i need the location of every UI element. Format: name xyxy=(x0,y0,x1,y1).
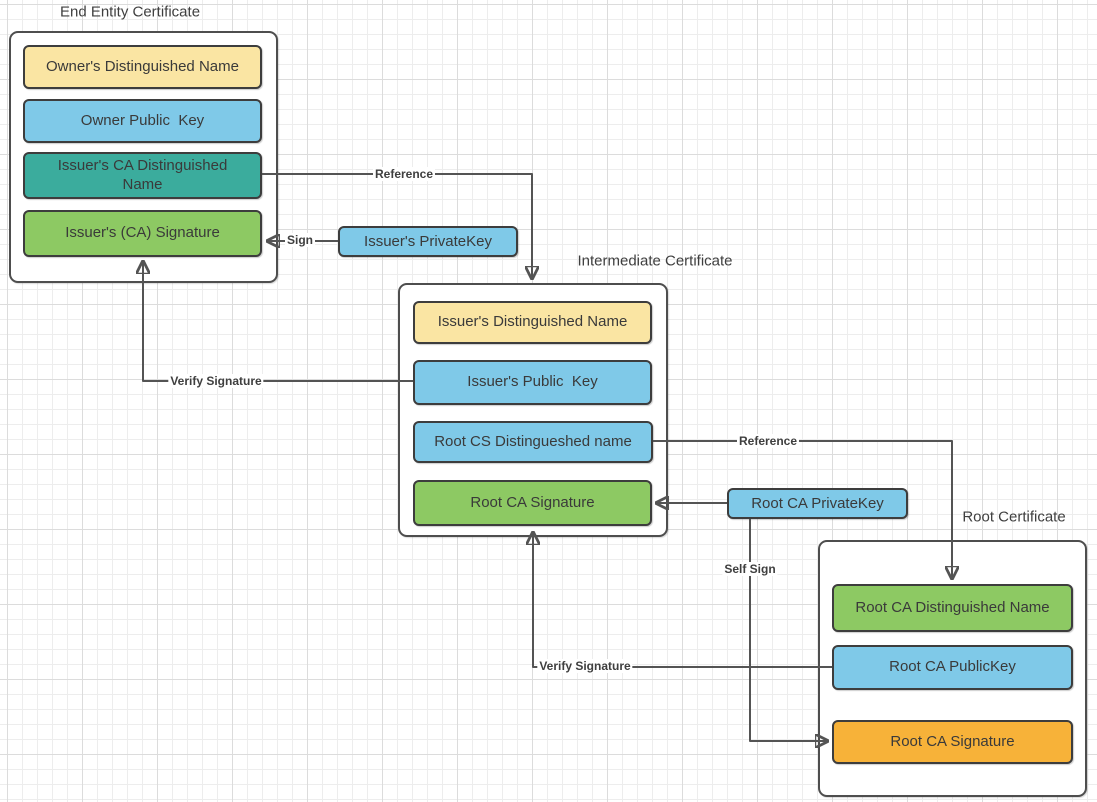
edge-verify-signature-2 xyxy=(533,534,832,668)
field-root-ca-signature-intermediate: Root CA Signature xyxy=(413,480,652,526)
end-entity-certificate-title: End Entity Certificate xyxy=(59,3,201,21)
field-issuers-ca-distinguished-name: Issuer's CA Distinguished Name xyxy=(23,152,262,199)
edge-label-sign: Sign xyxy=(285,233,315,247)
root-ca-private-key-box: Root CA PrivateKey xyxy=(727,488,908,519)
field-owners-distinguished-name: Owner's Distinguished Name xyxy=(23,45,262,89)
field-issuers-ca-signature: Issuer's (CA) Signature xyxy=(23,210,262,257)
field-root-ca-signature-root: Root CA Signature xyxy=(832,720,1073,764)
intermediate-certificate-title: Intermediate Certificate xyxy=(577,252,733,270)
edge-label-reference-1: Reference xyxy=(372,167,436,181)
edge-label-verify-signature-2: Verify Signature xyxy=(537,659,633,673)
root-certificate-title: Root Certificate xyxy=(962,508,1066,526)
issuers-private-key-box: Issuer's PrivateKey xyxy=(338,226,518,257)
field-root-ca-publickey: Root CA PublicKey xyxy=(832,645,1073,690)
edge-label-reference-2: Reference xyxy=(736,434,800,448)
edge-label-verify-signature-1: Verify Signature xyxy=(168,374,264,388)
field-issuers-distinguished-name: Issuer's Distinguished Name xyxy=(413,301,652,344)
field-root-ca-distinguished-name: Root CA Distinguished Name xyxy=(832,584,1073,632)
intermediate-certificate-frame: Issuer's Distinguished Name Issuer's Pub… xyxy=(398,283,668,537)
field-root-cs-distingueshed-name: Root CS Distingueshed name xyxy=(413,421,653,463)
end-entity-certificate-frame: Owner's Distinguished Name Owner Public … xyxy=(9,31,278,283)
field-issuers-public-key: Issuer's Public Key xyxy=(413,360,652,405)
root-certificate-frame: Root CA Distinguished Name Root CA Publi… xyxy=(818,540,1087,797)
edge-self-sign xyxy=(749,519,826,741)
field-owner-public-key: Owner Public Key xyxy=(23,99,262,143)
edge-label-self-sign: Self Sign xyxy=(722,562,778,576)
